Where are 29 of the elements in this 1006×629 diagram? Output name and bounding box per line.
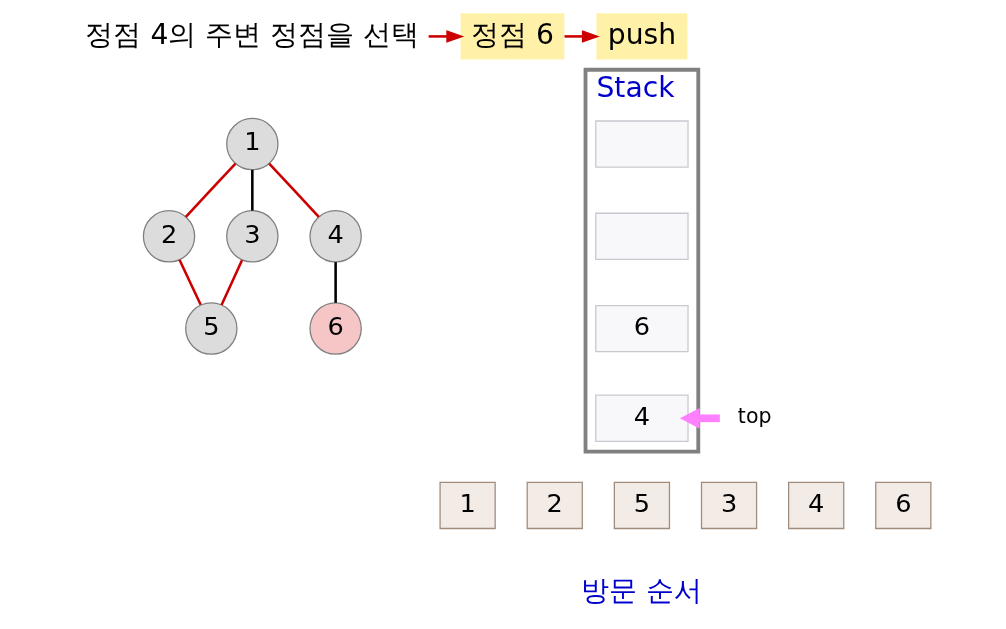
node-box: push bbox=[595, 13, 687, 60]
connector bbox=[267, 162, 320, 218]
node-text: top bbox=[737, 404, 771, 429]
arrow bbox=[564, 30, 600, 43]
connector bbox=[219, 259, 243, 306]
connector bbox=[184, 162, 236, 218]
connector bbox=[333, 262, 337, 303]
node-box: 1 bbox=[438, 481, 496, 530]
node-box: 4 bbox=[594, 394, 689, 442]
node-circle: 1 bbox=[225, 117, 279, 171]
node-box: 정점 6 bbox=[460, 13, 564, 60]
node-box: 5 bbox=[613, 481, 670, 530]
node-text: 정점 4의 주변 정점을 선택 bbox=[84, 17, 419, 51]
connector bbox=[177, 259, 202, 306]
node-box: 3 bbox=[700, 481, 757, 530]
node-box: 2 bbox=[526, 481, 583, 530]
label: 방문 순서 bbox=[580, 573, 702, 607]
node-box bbox=[594, 212, 689, 261]
node-circle: 5 bbox=[184, 302, 238, 355]
node-box: 6 bbox=[874, 481, 931, 530]
arrow bbox=[428, 30, 464, 43]
node-circle: 4 bbox=[308, 210, 362, 263]
node-box bbox=[594, 120, 689, 168]
connector bbox=[250, 169, 254, 211]
node-circle: 2 bbox=[142, 210, 195, 263]
node-circle: 6 bbox=[308, 302, 362, 355]
node-box: 4 bbox=[787, 481, 844, 530]
node-circle: 3 bbox=[225, 210, 279, 263]
node-box: 6 bbox=[594, 304, 689, 353]
